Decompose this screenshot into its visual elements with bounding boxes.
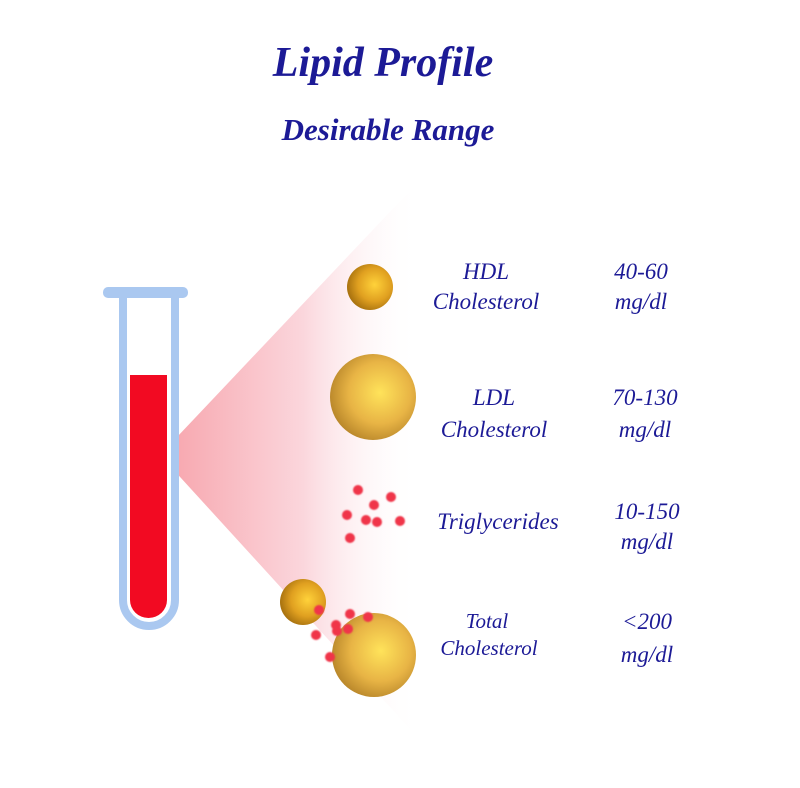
total-unit: mg/dl bbox=[621, 642, 673, 667]
magnification-cone bbox=[160, 180, 420, 740]
hdl-label-line1: HDL bbox=[462, 259, 509, 284]
ldl-label-line2: Cholesterol bbox=[441, 417, 547, 442]
hdl-sphere-icon bbox=[347, 264, 393, 310]
hdl-label-line2: Cholesterol bbox=[433, 289, 539, 314]
blood-sample bbox=[130, 375, 167, 618]
triglycerides-unit: mg/dl bbox=[621, 529, 673, 554]
ldl-label-line1: LDL bbox=[472, 385, 515, 410]
ldl-range: 70-130 bbox=[612, 385, 678, 410]
hdl-range: 40-60 bbox=[614, 259, 668, 284]
triglyceride-dots-icon bbox=[342, 485, 405, 543]
test-tube-icon bbox=[103, 287, 188, 630]
triglycerides-range: 10-150 bbox=[614, 499, 680, 524]
total-label-line2: Cholesterol bbox=[440, 636, 537, 660]
page-subtitle: Desirable Range bbox=[281, 112, 495, 147]
triglycerides-label: Triglycerides bbox=[437, 509, 558, 534]
total-cholesterol-icon bbox=[280, 579, 416, 697]
total-range: <200 bbox=[622, 609, 673, 634]
total-label-line1: Total bbox=[466, 609, 509, 633]
hdl-unit: mg/dl bbox=[615, 289, 667, 314]
ldl-unit: mg/dl bbox=[619, 417, 671, 442]
page-title: Lipid Profile bbox=[272, 40, 493, 86]
ldl-sphere-icon bbox=[330, 354, 416, 440]
